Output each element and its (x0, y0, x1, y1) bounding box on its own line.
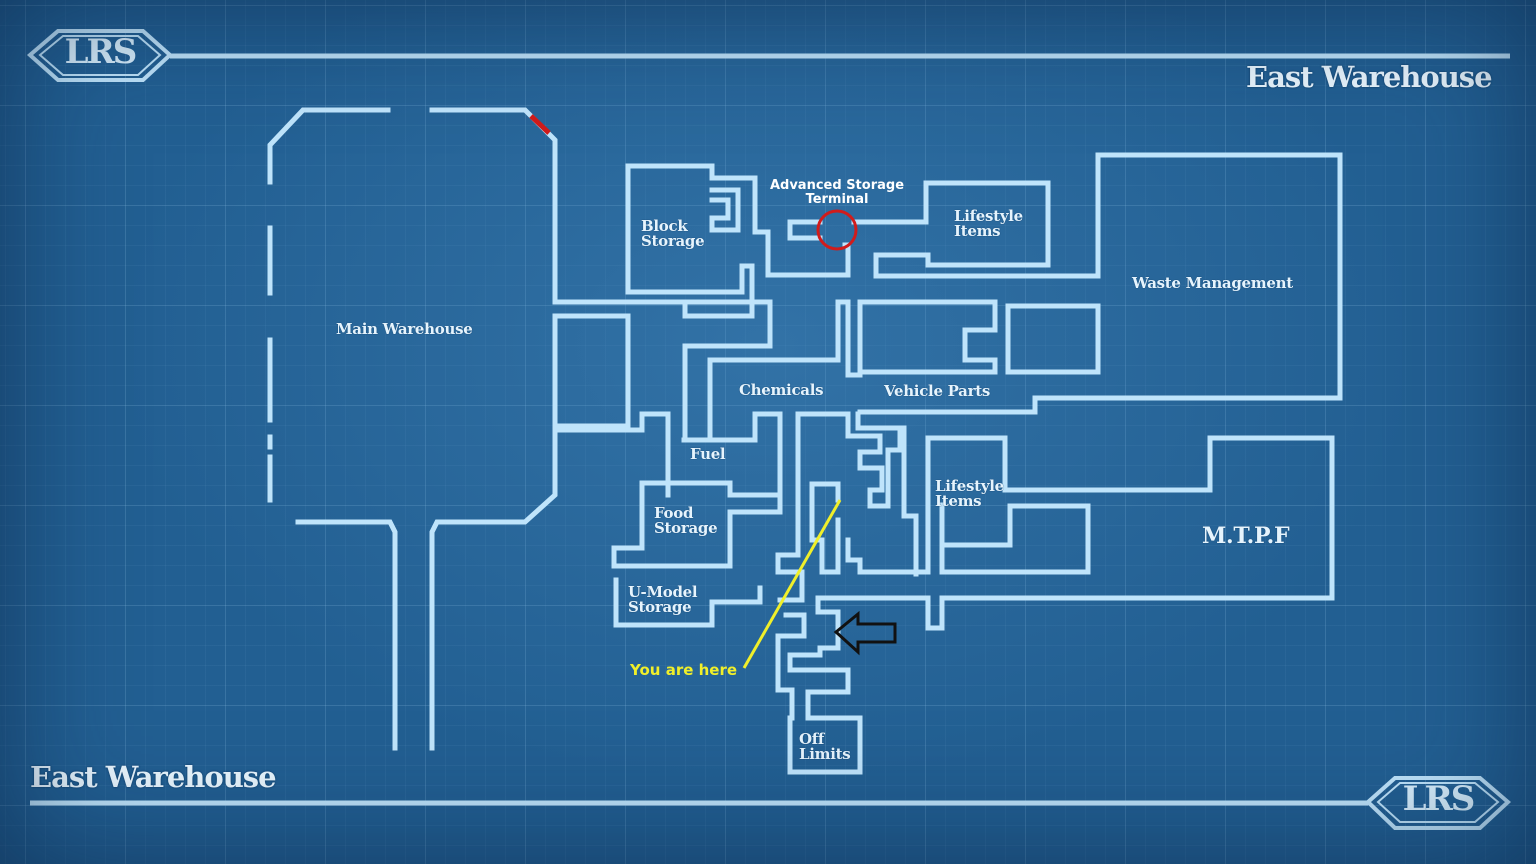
page-title: East Warehouse (1246, 60, 1493, 94)
lrs-logo-bottom (1365, 776, 1512, 830)
main-warehouse-walls (267, 107, 643, 751)
label-chemicals: Chemicals (739, 381, 824, 399)
label-off-limits: Off Limits (799, 730, 851, 763)
label-mtpf: M.T.P.F (1202, 523, 1290, 549)
logo-top-text: LRS (64, 32, 138, 72)
you-are-here-leader (742, 499, 842, 669)
label-block-storage: Block Storage (641, 217, 705, 250)
label-vehicle-parts: Vehicle Parts (884, 382, 990, 400)
logo-bottom-text: LRS (1402, 779, 1476, 819)
red-door (529, 114, 551, 135)
label-advanced-storage-terminal: Advanced Storage Terminal (769, 178, 905, 207)
label-lifestyle-items-top: Lifestyle Items (954, 207, 1023, 240)
label-lifestyle-items-bottom: Lifestyle Items (935, 477, 1004, 510)
red-circle-icon (816, 209, 858, 251)
label-u-model-storage: U-Model Storage (628, 583, 698, 616)
label-main-warehouse: Main Warehouse (336, 320, 473, 338)
label-food-storage: Food Storage (654, 504, 718, 537)
label-fuel: Fuel (690, 445, 726, 463)
left-arrow-icon (833, 610, 897, 656)
you-are-here-label: You are here (630, 661, 738, 679)
label-waste-management: Waste Management (1132, 274, 1293, 292)
complex-walls (552, 152, 1343, 775)
footer-title: East Warehouse (30, 760, 277, 794)
